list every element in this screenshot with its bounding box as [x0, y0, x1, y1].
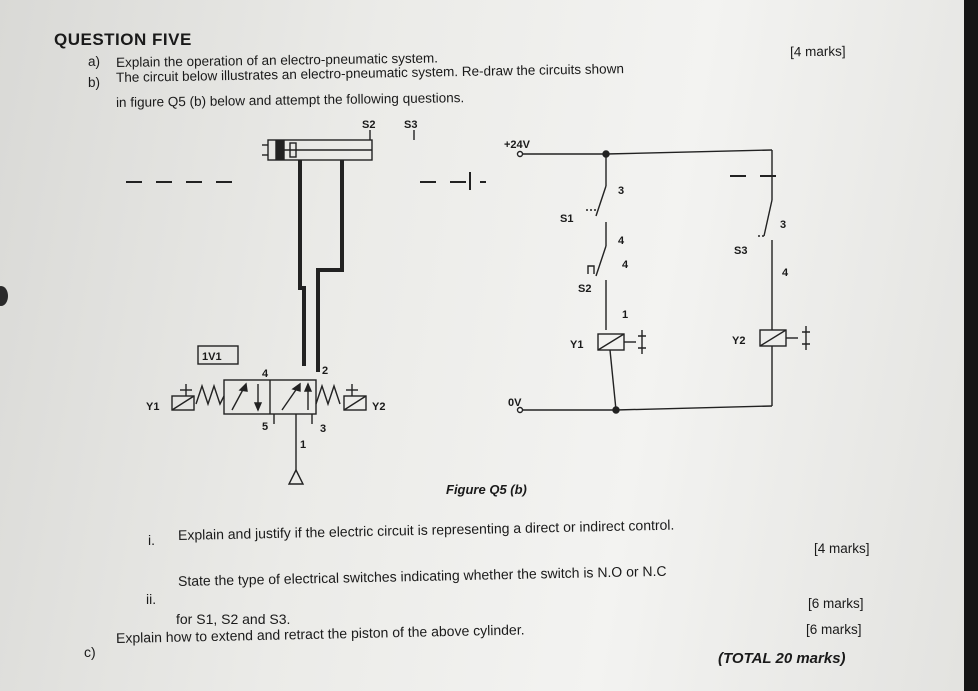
label-switch-s3: S3 [734, 245, 747, 257]
figure-caption: Figure Q5 (b) [446, 482, 527, 497]
air-supply-lines [298, 160, 344, 372]
terminal-label-s2-1: 1 [622, 309, 628, 321]
terminal-label-s3-4: 4 [782, 267, 789, 279]
label-supply-24v: +24V [504, 139, 531, 151]
terminal-label-s3-3: 3 [780, 219, 786, 231]
question-ii-marks: [6 marks] [808, 596, 864, 611]
terminal-label-s1-4: 4 [618, 235, 625, 247]
label-s3-cylinder: S3 [404, 119, 417, 131]
coil-y1 [597, 330, 646, 354]
port-label-2: 2 [322, 365, 328, 377]
question-i-label: i. [148, 532, 155, 548]
question-i-marks: [4 marks] [814, 541, 870, 556]
label-valve-1v1: 1V1 [202, 351, 222, 363]
page-edge-shadow [964, 0, 978, 691]
port-label-5: 5 [262, 421, 268, 433]
port-label-1: 1 [300, 439, 306, 451]
paper-hole [0, 286, 8, 306]
question-ii-text-line2: for S1, S2 and S3. [176, 611, 291, 627]
total-marks: (TOTAL 20 marks) [718, 650, 846, 667]
label-coil-y1: Y1 [570, 339, 583, 351]
label-switch-s1: S1 [560, 213, 573, 225]
electrical-circuit [516, 149, 810, 414]
part-a-label: a) [88, 54, 101, 69]
terminal-label-s2-4: 4 [622, 259, 629, 271]
part-b-label: b) [88, 75, 101, 90]
port-label-4: 4 [262, 368, 269, 380]
part-c-marks: [6 marks] [806, 622, 862, 637]
switch-s3 [758, 199, 773, 330]
label-solenoid-y2: Y2 [372, 401, 385, 413]
label-s2-cylinder: S2 [362, 119, 375, 131]
part-c-label: c) [84, 644, 96, 660]
label-coil-y2: Y2 [732, 335, 745, 347]
coil-y2 [759, 326, 810, 350]
solenoid-valve-1v1 [171, 345, 367, 485]
pneumatic-circuit [126, 130, 790, 485]
terminal-label-s1-3: 3 [618, 185, 624, 197]
port-label-3: 3 [320, 423, 326, 435]
label-solenoid-y1: Y1 [146, 401, 159, 413]
switch-s1 [586, 185, 607, 246]
switch-s2 [587, 245, 607, 330]
question-ii-label: ii. [146, 591, 157, 607]
question-heading: QUESTION FIVE [54, 30, 192, 49]
label-switch-s2: S2 [578, 283, 591, 295]
dashed-separator [126, 175, 790, 183]
label-supply-0v: 0V [508, 397, 522, 409]
double-acting-cylinder [262, 139, 373, 161]
